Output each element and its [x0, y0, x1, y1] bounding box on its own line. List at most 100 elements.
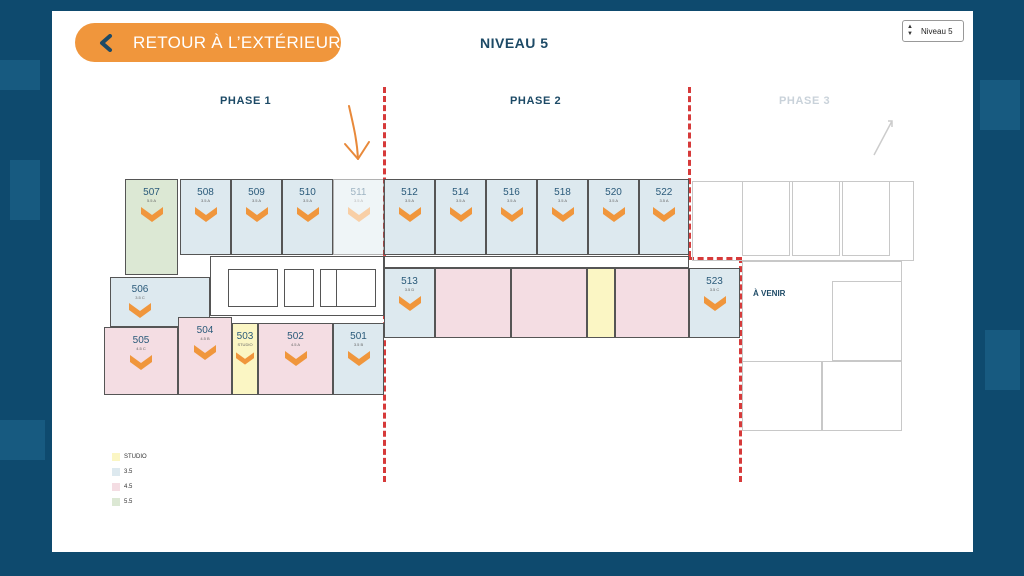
background-pattern [980, 80, 1020, 130]
unit-number: 501 [350, 331, 367, 342]
unit-507[interactable]: 507 5.5 A [125, 179, 178, 275]
unit-503[interactable]: 503 STUDIO [232, 323, 258, 395]
phase-3-outline [842, 181, 890, 256]
compass-icon [870, 117, 896, 162]
unit-number: 509 [248, 187, 265, 198]
unit-504[interactable]: 504 4.5 B [178, 317, 232, 395]
unit-514[interactable]: 514 3.5 A [435, 179, 486, 255]
legend-studio: STUDIO [112, 453, 147, 461]
unit-type: 3.5 A [200, 198, 211, 203]
chevron-down-icon [129, 303, 151, 318]
chevron-down-icon [245, 207, 268, 222]
phase-divider [688, 257, 742, 260]
unit-4-5-phase-2 [615, 268, 689, 338]
phase-2-label: PHASE 2 [510, 95, 562, 107]
phase-1-label: PHASE 1 [220, 95, 272, 107]
unit-type: 3.5 A [506, 198, 517, 203]
unit-type: 3.5 C [135, 295, 145, 300]
unit-511[interactable]: 511 3.5 A [333, 179, 384, 255]
legend-4-5: 4.5 [112, 483, 132, 491]
unit-501[interactable]: 501 3.5 B [333, 323, 384, 395]
legend-label: 3.5 [124, 469, 133, 475]
chevron-down-icon [194, 345, 216, 360]
unit-number: 504 [196, 325, 214, 336]
unit-type: 3.5 A [557, 198, 568, 203]
unit-type: 3.5 A [659, 198, 669, 203]
level-select[interactable]: ▲▼ Niveau 5 [902, 20, 964, 42]
phase-3-outline [742, 361, 822, 431]
unit-502[interactable]: 502 4.5 A [258, 323, 333, 395]
unit-number: 518 [554, 187, 571, 198]
back-button-label: RETOUR À L’EXTÉRIEUR [133, 32, 341, 52]
unit-513[interactable]: 513 3.5 D [384, 268, 435, 338]
unit-type: 4.5 B [200, 336, 210, 341]
chevron-left-icon [91, 28, 121, 58]
chevron-down-icon [347, 351, 370, 366]
background-pattern [0, 420, 45, 460]
back-to-exterior-button[interactable]: RETOUR À L’EXTÉRIEUR [75, 23, 341, 62]
unit-number: 516 [503, 187, 520, 198]
phase-3-outline [742, 181, 790, 256]
unit-type: 4.5 C [136, 346, 146, 351]
level-title: NIVEAU 5 [480, 35, 549, 51]
chevron-down-icon [130, 355, 152, 370]
unit-516[interactable]: 516 3.5 A [486, 179, 537, 255]
chevron-down-icon [398, 207, 421, 222]
chevron-down-icon [449, 207, 472, 222]
phase-3-label: PHASE 3 [779, 95, 831, 107]
chevron-down-icon [284, 351, 307, 366]
unit-number: 513 [401, 276, 418, 287]
unit-512[interactable]: 512 3.5 A [384, 179, 435, 255]
legend-label: 5.5 [124, 499, 133, 505]
unit-505[interactable]: 505 4.5 C [104, 327, 178, 395]
stairwell [336, 269, 376, 307]
legend-swatch [112, 468, 120, 476]
legend-label: 4.5 [124, 484, 133, 490]
legend-5-5: 5.5 [112, 498, 132, 506]
unit-number: 507 [143, 187, 160, 198]
chevron-down-icon [703, 296, 726, 311]
chevron-down-icon [398, 296, 421, 311]
unit-number: 512 [401, 187, 418, 198]
unit-type: 3.5 A [251, 198, 262, 203]
unit-510[interactable]: 510 3.5 A [282, 179, 333, 255]
unit-type: 3.5 D [404, 287, 415, 292]
unit-520[interactable]: 520 3.5 A [588, 179, 639, 255]
legend-3-5: 3.5 [112, 468, 132, 476]
floor-plan-panel: RETOUR À L’EXTÉRIEUR NIVEAU 5 ▲▼ Niveau … [52, 11, 973, 552]
unit-number: 511 [350, 187, 367, 198]
unit-523[interactable]: 523 3.5 C [689, 268, 740, 338]
unit-type: 3.5 A [353, 198, 364, 203]
legend-swatch [112, 498, 120, 506]
chevron-down-icon [296, 207, 319, 222]
chevron-down-icon [140, 207, 163, 222]
phase-divider [688, 87, 691, 257]
unit-4-5-phase-2 [435, 268, 511, 338]
unit-522[interactable]: 522 3.5 A [639, 179, 689, 255]
unit-4-5-phase-2 [511, 268, 587, 338]
chevron-down-icon [236, 352, 254, 365]
unit-509[interactable]: 509 3.5 A [231, 179, 282, 255]
chevron-down-icon [653, 207, 675, 222]
unit-type: 5.5 A [146, 198, 157, 203]
corridor-phase-2 [384, 256, 689, 268]
chevron-down-icon [500, 207, 523, 222]
phase-divider [739, 257, 742, 482]
unit-type: 3.5 A [404, 198, 415, 203]
unit-number: 522 [655, 187, 673, 198]
chevron-down-icon [602, 207, 625, 222]
unit-type: 3.5 A [455, 198, 466, 203]
stairwell [228, 269, 278, 307]
unit-type: 3.5 A [608, 198, 619, 203]
phase-3-outline [822, 361, 902, 431]
unit-508[interactable]: 508 3.5 A [180, 179, 231, 255]
unit-number: 503 [236, 331, 254, 342]
unit-type: 3.5 B [353, 342, 364, 347]
unit-number: 520 [605, 187, 622, 198]
unit-type: 3.5 C [709, 287, 720, 292]
elevator [284, 269, 314, 307]
unit-518[interactable]: 518 3.5 A [537, 179, 588, 255]
phase-3-outline [832, 281, 902, 361]
down-arrow-icon [339, 104, 373, 169]
unit-number: 506 [131, 284, 149, 295]
